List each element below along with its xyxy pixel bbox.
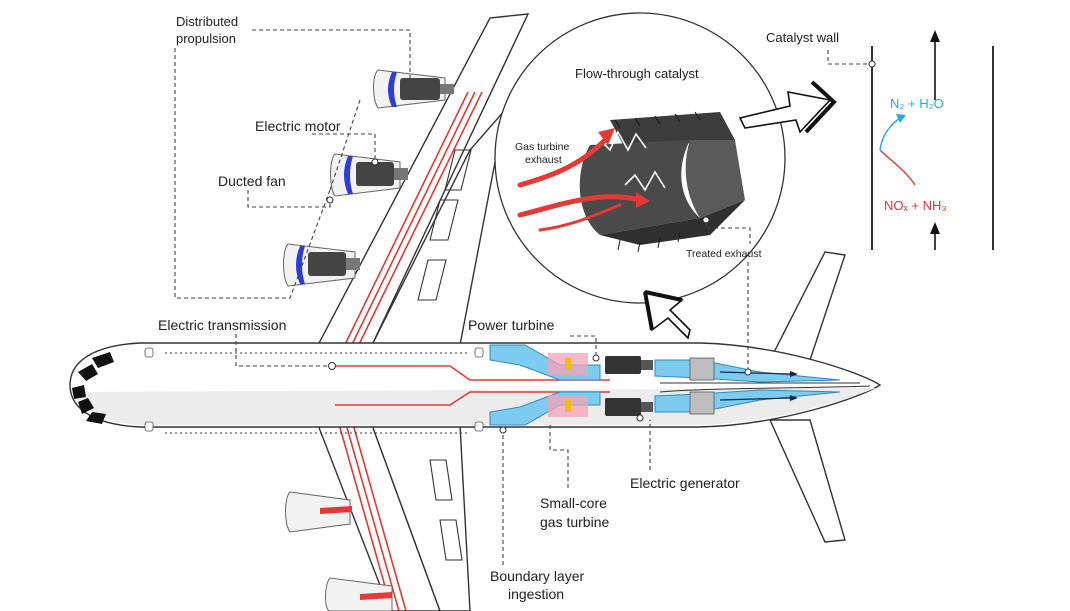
label-products: N₂ + H₂O [890,96,944,111]
gas-turbine-exhaust-arrows [517,128,650,232]
label-catalyst-wall: Catalyst wall [766,30,839,45]
label-reactants: NOₓ + NH₃ [884,198,947,213]
label-electric-generator: Electric generator [630,475,740,491]
label-gas-turbine-exhaust-2: exhaust [525,154,562,166]
ducted-fan-lower-2 [325,577,393,611]
dashed-callouts [174,29,651,565]
label-power-turbine: Power turbine [468,317,555,333]
electric-transmission-wiring [335,365,610,406]
label-flow-through-catalyst: Flow-through catalyst [575,66,699,81]
catalyst-inset [494,12,786,376]
fuselage [69,342,882,434]
windows-top [144,347,484,358]
label-ducted-fan: Ducted fan [218,173,286,189]
label-treated-exhaust: Treated exhaust [686,248,762,260]
label-boundary-layer-2: ingestion [508,586,564,602]
ducted-fan-upper-3 [283,243,360,287]
ducted-fan-lower-1 [285,491,352,533]
label-electric-motor: Electric motor [255,118,341,134]
label-electric-transmission: Electric transmission [158,317,286,333]
text-labels: Distributed propulsion Electric motor Du… [158,14,947,602]
zoom-arrow-right [738,80,837,134]
label-small-core-2: gas turbine [540,514,609,530]
label-distributed-propulsion-1: Distributed [176,14,238,29]
label-gas-turbine-exhaust-1: Gas turbine [515,141,569,153]
rear-propulsion-system [489,344,841,426]
label-small-core-1: Small-core [540,495,607,511]
ducted-fan-upper-1 [373,69,454,109]
cockpit-windshield [72,352,114,424]
label-distributed-propulsion-2: propulsion [176,31,236,46]
ducted-fan-upper-2 [330,153,408,197]
catalyst-wall-panel [827,30,994,250]
flow-through-catalyst-illustration [579,111,745,253]
zoom-arrow-up [643,290,691,340]
label-boundary-layer-1: Boundary layer [490,568,585,584]
